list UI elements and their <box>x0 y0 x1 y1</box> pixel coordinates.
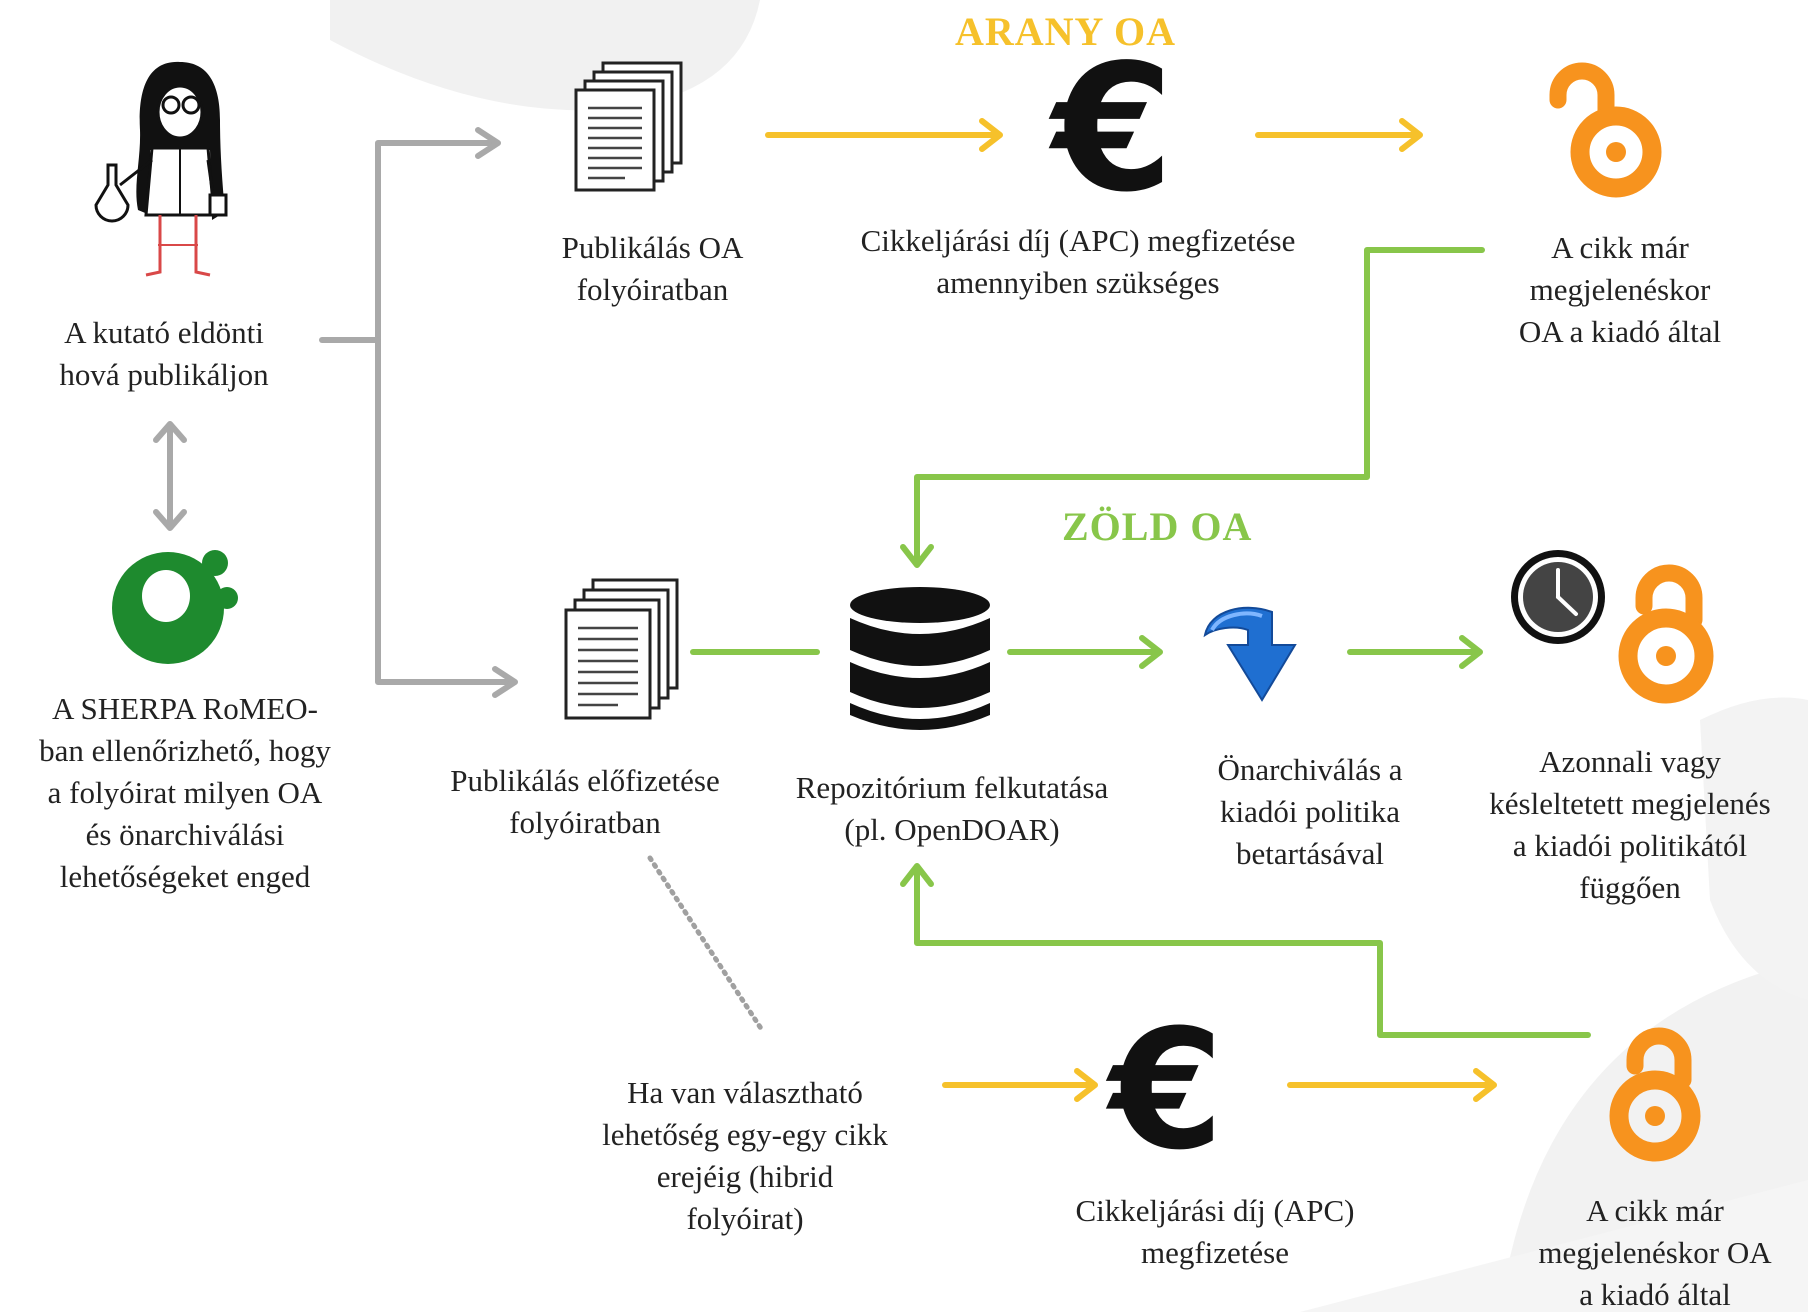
gold-oa-heading: ARANY OA <box>955 9 1176 54</box>
label-line: a kiadó által <box>1579 1277 1731 1312</box>
publish-oa-label: Publikálás OA folyóiratban <box>520 227 785 311</box>
clock-icon <box>1511 550 1605 644</box>
green-connectors <box>690 247 1591 1038</box>
label-line: A SHERPA RoMEO- <box>52 691 318 726</box>
oa-top-label: A cikk már megjelenéskor OA a kiadó által <box>1475 227 1765 353</box>
apc-bottom-label: Cikkeljárási díj (APC) megfizetése <box>1035 1190 1395 1274</box>
publish-subscription-label: Publikálás előfizetése folyóiratban <box>420 760 750 844</box>
download-arrow-icon <box>1203 606 1297 702</box>
label-line: Ha van választható <box>627 1075 863 1110</box>
label-line: és önarchiválási <box>85 817 285 852</box>
green-oa-heading: ZÖLD OA <box>1062 504 1253 549</box>
label-line: Repozitórium felkutatása <box>795 770 1109 805</box>
label-line: Cikkeljárási díj (APC) <box>1075 1193 1355 1228</box>
label-line: ban ellenőrizhető, hogy <box>39 733 331 768</box>
label-line: Cikkeljárási díj (APC) megfizetése <box>860 223 1296 258</box>
label-line: a kiadói politikától <box>1512 828 1748 863</box>
oa-bottom-label: A cikk már megjelenéskor OA a kiadó által <box>1505 1190 1805 1316</box>
label-line: folyóirat) <box>686 1201 804 1236</box>
label-line: A cikk már <box>1551 230 1689 265</box>
dotted-connector <box>647 855 765 1033</box>
label-line: OA a kiadó által <box>1518 314 1722 349</box>
label-line: a folyóirat milyen OA <box>47 775 323 810</box>
label-line: Önarchiválás a <box>1217 752 1403 787</box>
open-access-lock-icon <box>1609 1027 1701 1162</box>
sherpa-romeo-logo-icon <box>112 550 238 664</box>
database-icon <box>850 587 990 730</box>
label-line: lehetőségeket enged <box>59 859 311 894</box>
euro-icon: € <box>1052 28 1174 231</box>
label-line: Azonnali vagy <box>1539 744 1721 779</box>
label-line: lehetőség egy-egy cikk <box>602 1117 888 1152</box>
label-line: Publikálás OA <box>561 230 744 265</box>
label-line: A cikk már <box>1586 1193 1724 1228</box>
self-archive-label: Önarchiválás a kiadói politika betartásáva… <box>1180 749 1440 875</box>
document-stack-icon <box>564 578 679 720</box>
label-line: (pl. OpenDOAR) <box>844 812 1060 847</box>
gray-branch-connector <box>319 127 518 698</box>
label-line: megfizetése <box>1140 1235 1290 1270</box>
label-line: megjelenéskor <box>1529 272 1711 307</box>
document-stack-icon <box>574 61 683 192</box>
researcher-figure-icon <box>94 61 228 277</box>
label-line: Publikálás előfizetése <box>450 763 720 798</box>
gold-arrows <box>765 118 1497 1102</box>
hybrid-label: Ha van választható lehetőség egy-egy cikk… <box>560 1072 930 1240</box>
label-line: hová publikáljon <box>59 357 269 392</box>
label-line: kiadói politika <box>1220 794 1400 829</box>
immediate-or-delayed-label: Azonnali vagy késleltetett megjelenés a ki… <box>1450 741 1808 909</box>
apc-top-label: Cikkeljárási díj (APC) megfizetése amenny… <box>808 220 1348 304</box>
label-line: erejéig (hibrid <box>656 1159 834 1194</box>
repository-label: Repozitórium felkutatása (pl. OpenDOAR) <box>762 767 1142 851</box>
sherpa-label: A SHERPA RoMEO-ban ellenőrizhető, hogy a … <box>5 688 365 898</box>
label-line: amennyiben szükséges <box>936 265 1220 300</box>
label-line: késleltetett megjelenés <box>1489 786 1771 821</box>
euro-icon: € <box>1109 994 1224 1186</box>
label-line: A kutató eldönti <box>64 315 264 350</box>
label-line: megjelenéskor OA <box>1538 1235 1772 1270</box>
researcher-label: A kutató eldönti hová publikáljon <box>14 312 314 396</box>
open-access-lock-icon <box>1549 62 1662 198</box>
double-arrow <box>153 421 187 531</box>
open-access-lock-icon <box>1618 564 1714 704</box>
label-line: folyóiratban <box>509 805 661 840</box>
label-line: folyóiratban <box>576 272 729 307</box>
label-line: betartásával <box>1235 836 1385 871</box>
label-line: függően <box>1579 870 1681 905</box>
